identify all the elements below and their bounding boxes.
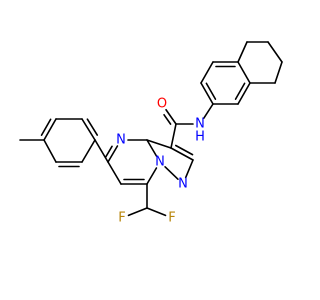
- bond: [184, 159, 194, 179]
- bond: [267, 41, 283, 63]
- bond: [146, 139, 158, 157]
- bond-layer: [19, 41, 283, 217]
- bond: [237, 41, 248, 63]
- bond: [43, 118, 57, 141]
- bond: [205, 82, 217, 100]
- bond: [164, 166, 179, 180]
- bond: [200, 82, 214, 105]
- bond: [170, 123, 177, 149]
- bond: [127, 207, 148, 217]
- atom-label-n1: N: [178, 177, 188, 192]
- bond: [94, 139, 109, 163]
- bond: [86, 118, 99, 136]
- bond: [163, 113, 172, 125]
- bond: [237, 61, 251, 84]
- bond: [107, 145, 119, 163]
- atom-label-n4: N: [116, 133, 126, 148]
- bond: [174, 144, 194, 156]
- bond: [43, 139, 57, 163]
- bond: [237, 82, 251, 105]
- atom-label-n7a: N: [155, 155, 165, 170]
- bond: [146, 167, 158, 185]
- atom-label-nh: N: [195, 117, 205, 132]
- bond: [107, 161, 122, 185]
- bond: [170, 147, 194, 161]
- bond: [146, 139, 172, 149]
- bond: [81, 118, 96, 141]
- atom-label-f2: F: [168, 211, 175, 226]
- bond: [200, 61, 214, 84]
- bond: [165, 108, 177, 125]
- bond: [40, 118, 52, 136]
- bond: [203, 103, 214, 119]
- bond: [274, 61, 283, 84]
- atom-label-h: H: [195, 130, 205, 145]
- bond: [234, 82, 246, 100]
- bond: [104, 145, 113, 158]
- bond: [146, 207, 167, 217]
- atom-label-o1: O: [157, 97, 167, 112]
- bond: [81, 139, 96, 163]
- atom-label-f1: F: [118, 211, 125, 226]
